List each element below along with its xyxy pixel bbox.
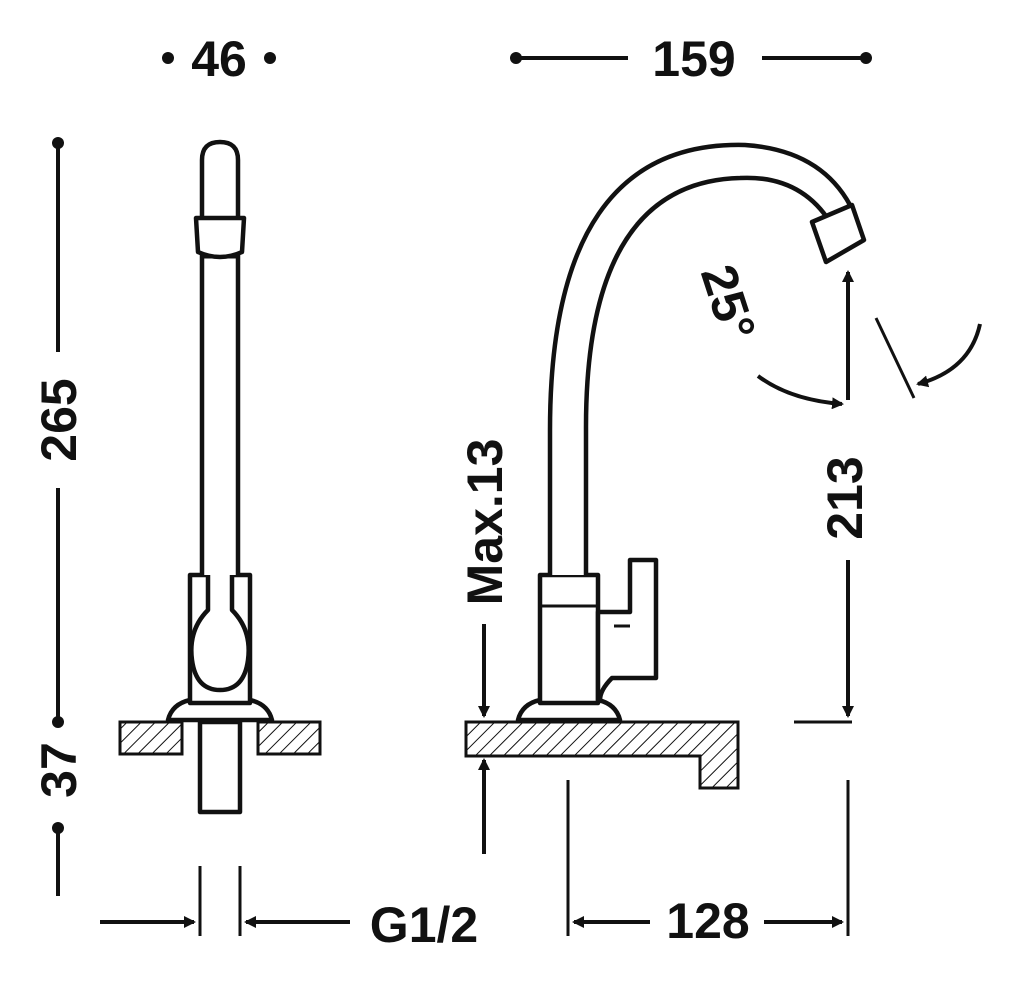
dim-dot — [264, 52, 276, 64]
dimension-265: 265 — [31, 137, 87, 728]
gooseneck-spout — [547, 142, 853, 575]
dimension-46: 46 — [162, 31, 276, 87]
dim-128-label: 128 — [666, 893, 749, 949]
front-body-block — [537, 572, 601, 706]
front-aerator — [809, 202, 867, 265]
dim-angle-label: 25° — [690, 258, 767, 347]
dim-max13-label: Max.13 — [457, 439, 513, 606]
dimension-angle: 25° — [690, 258, 982, 410]
dim-159-label: 159 — [652, 31, 735, 87]
dim-213-label: 213 — [817, 456, 873, 539]
dimension-159: 159 — [510, 31, 872, 87]
dimension-max13: Max.13 — [457, 439, 513, 854]
front-view — [464, 142, 867, 790]
spout-tube — [199, 139, 241, 575]
aerator — [193, 215, 247, 260]
countertop-left-section — [118, 720, 184, 756]
angle-line — [874, 317, 916, 399]
dimension-128: 128 — [566, 780, 850, 949]
dimension-g12: G1/2 — [100, 866, 478, 953]
dim-265-label: 265 — [31, 378, 87, 461]
dim-g12-label: G1/2 — [370, 897, 478, 953]
countertop-profile — [464, 720, 740, 790]
angle-arc-left — [756, 374, 844, 410]
dim-dot — [52, 822, 64, 834]
threaded-shank — [197, 719, 243, 815]
side-view — [118, 139, 322, 815]
front-lever-handle — [595, 557, 659, 703]
dimension-213: 213 — [794, 270, 873, 724]
dim-37-label: 37 — [31, 742, 87, 798]
dimension-37: 37 — [31, 742, 87, 896]
dim-46-label: 46 — [191, 31, 247, 87]
angle-arc-right — [916, 323, 982, 388]
countertop-right-section — [256, 720, 322, 756]
dim-dot — [162, 52, 174, 64]
